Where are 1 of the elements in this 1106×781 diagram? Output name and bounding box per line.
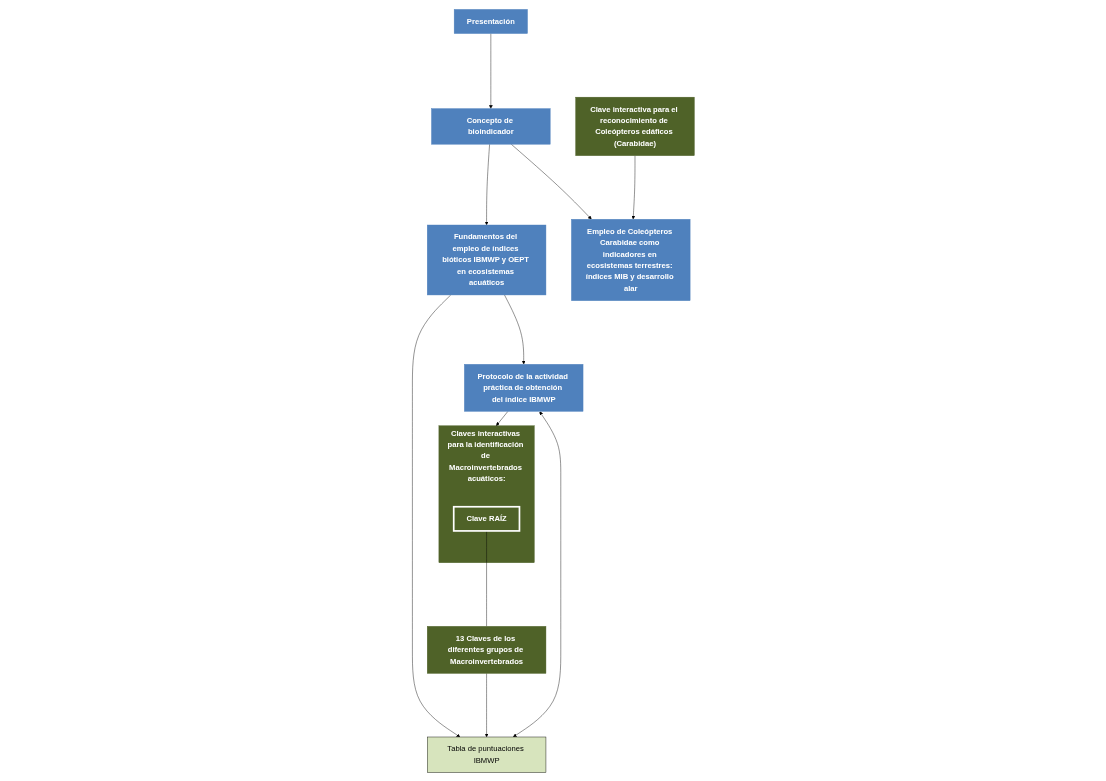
connector [486,530,487,627]
